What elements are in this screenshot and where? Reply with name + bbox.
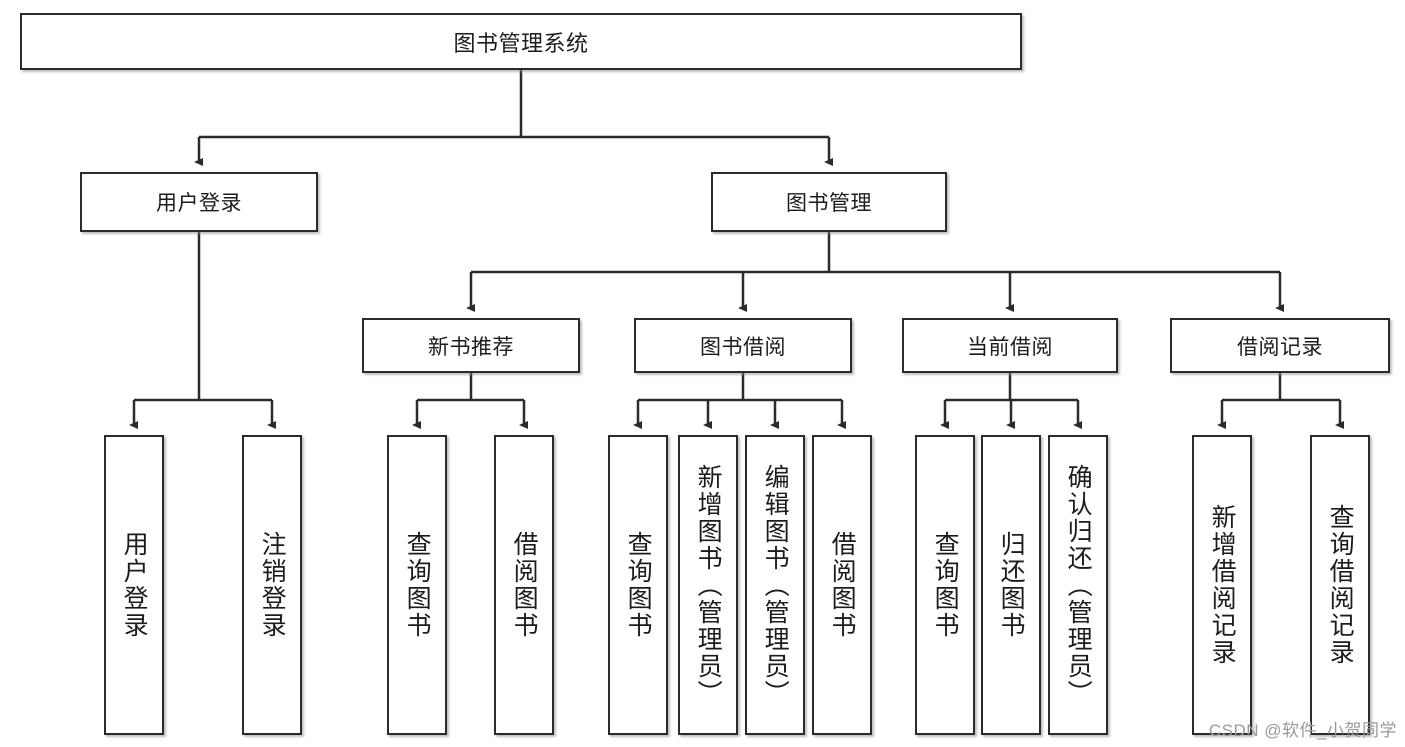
node-label: 借阅图书 xyxy=(828,531,857,639)
node-label: 注销登录 xyxy=(258,531,287,639)
node-label: 图书借阅 xyxy=(700,335,786,359)
node-label: 图书管理 xyxy=(786,192,872,215)
node-label: 查询借阅记录 xyxy=(1326,504,1355,666)
node-root-system[interactable]: 图书管理系统 xyxy=(20,13,1022,70)
node-leaf-confirm-return[interactable]: 确认归还（管理员） xyxy=(1048,435,1108,735)
node-label: 新书推荐 xyxy=(428,335,514,359)
node-leaf-query-book-3[interactable]: 查询图书 xyxy=(915,435,975,735)
node-current-borrow[interactable]: 当前借阅 xyxy=(902,318,1118,373)
node-label: 图书管理系统 xyxy=(453,30,589,56)
node-label: 归还图书 xyxy=(997,531,1026,639)
node-leaf-return-book[interactable]: 归还图书 xyxy=(981,435,1041,735)
node-label: 新增借阅记录 xyxy=(1208,504,1237,666)
node-leaf-user-login[interactable]: 用户登录 xyxy=(104,435,164,735)
node-leaf-query-book-1[interactable]: 查询图书 xyxy=(387,435,447,735)
node-label: 查询图书 xyxy=(624,531,653,639)
node-new-book-recommend[interactable]: 新书推荐 xyxy=(362,318,580,373)
node-label: 用户登录 xyxy=(156,192,242,215)
node-leaf-query-record[interactable]: 查询借阅记录 xyxy=(1310,435,1370,735)
node-leaf-add-book[interactable]: 新增图书（管理员） xyxy=(678,435,738,735)
node-leaf-query-book-2[interactable]: 查询图书 xyxy=(608,435,668,735)
node-leaf-add-record[interactable]: 新增借阅记录 xyxy=(1192,435,1252,735)
node-label: 编辑图书（管理员） xyxy=(761,463,790,707)
node-label: 确认归还（管理员） xyxy=(1064,463,1093,707)
node-label: 当前借阅 xyxy=(967,335,1053,359)
node-leaf-borrow-book-1[interactable]: 借阅图书 xyxy=(494,435,554,735)
node-book-management[interactable]: 图书管理 xyxy=(711,172,947,232)
node-label: 借阅图书 xyxy=(510,531,539,639)
node-label: 用户登录 xyxy=(120,531,149,639)
node-leaf-edit-book[interactable]: 编辑图书（管理员） xyxy=(745,435,805,735)
node-label: 查询图书 xyxy=(403,531,432,639)
node-label: 查询图书 xyxy=(931,531,960,639)
node-book-borrow[interactable]: 图书借阅 xyxy=(634,318,852,373)
node-borrow-record[interactable]: 借阅记录 xyxy=(1170,318,1390,373)
watermark-text: CSDN @软件_小贺同学 xyxy=(1208,721,1397,740)
node-leaf-borrow-book-2[interactable]: 借阅图书 xyxy=(812,435,872,735)
node-leaf-logout-login[interactable]: 注销登录 xyxy=(242,435,302,735)
node-label: 新增图书（管理员） xyxy=(694,463,723,707)
node-label: 借阅记录 xyxy=(1237,335,1323,359)
node-user-login[interactable]: 用户登录 xyxy=(80,172,318,232)
